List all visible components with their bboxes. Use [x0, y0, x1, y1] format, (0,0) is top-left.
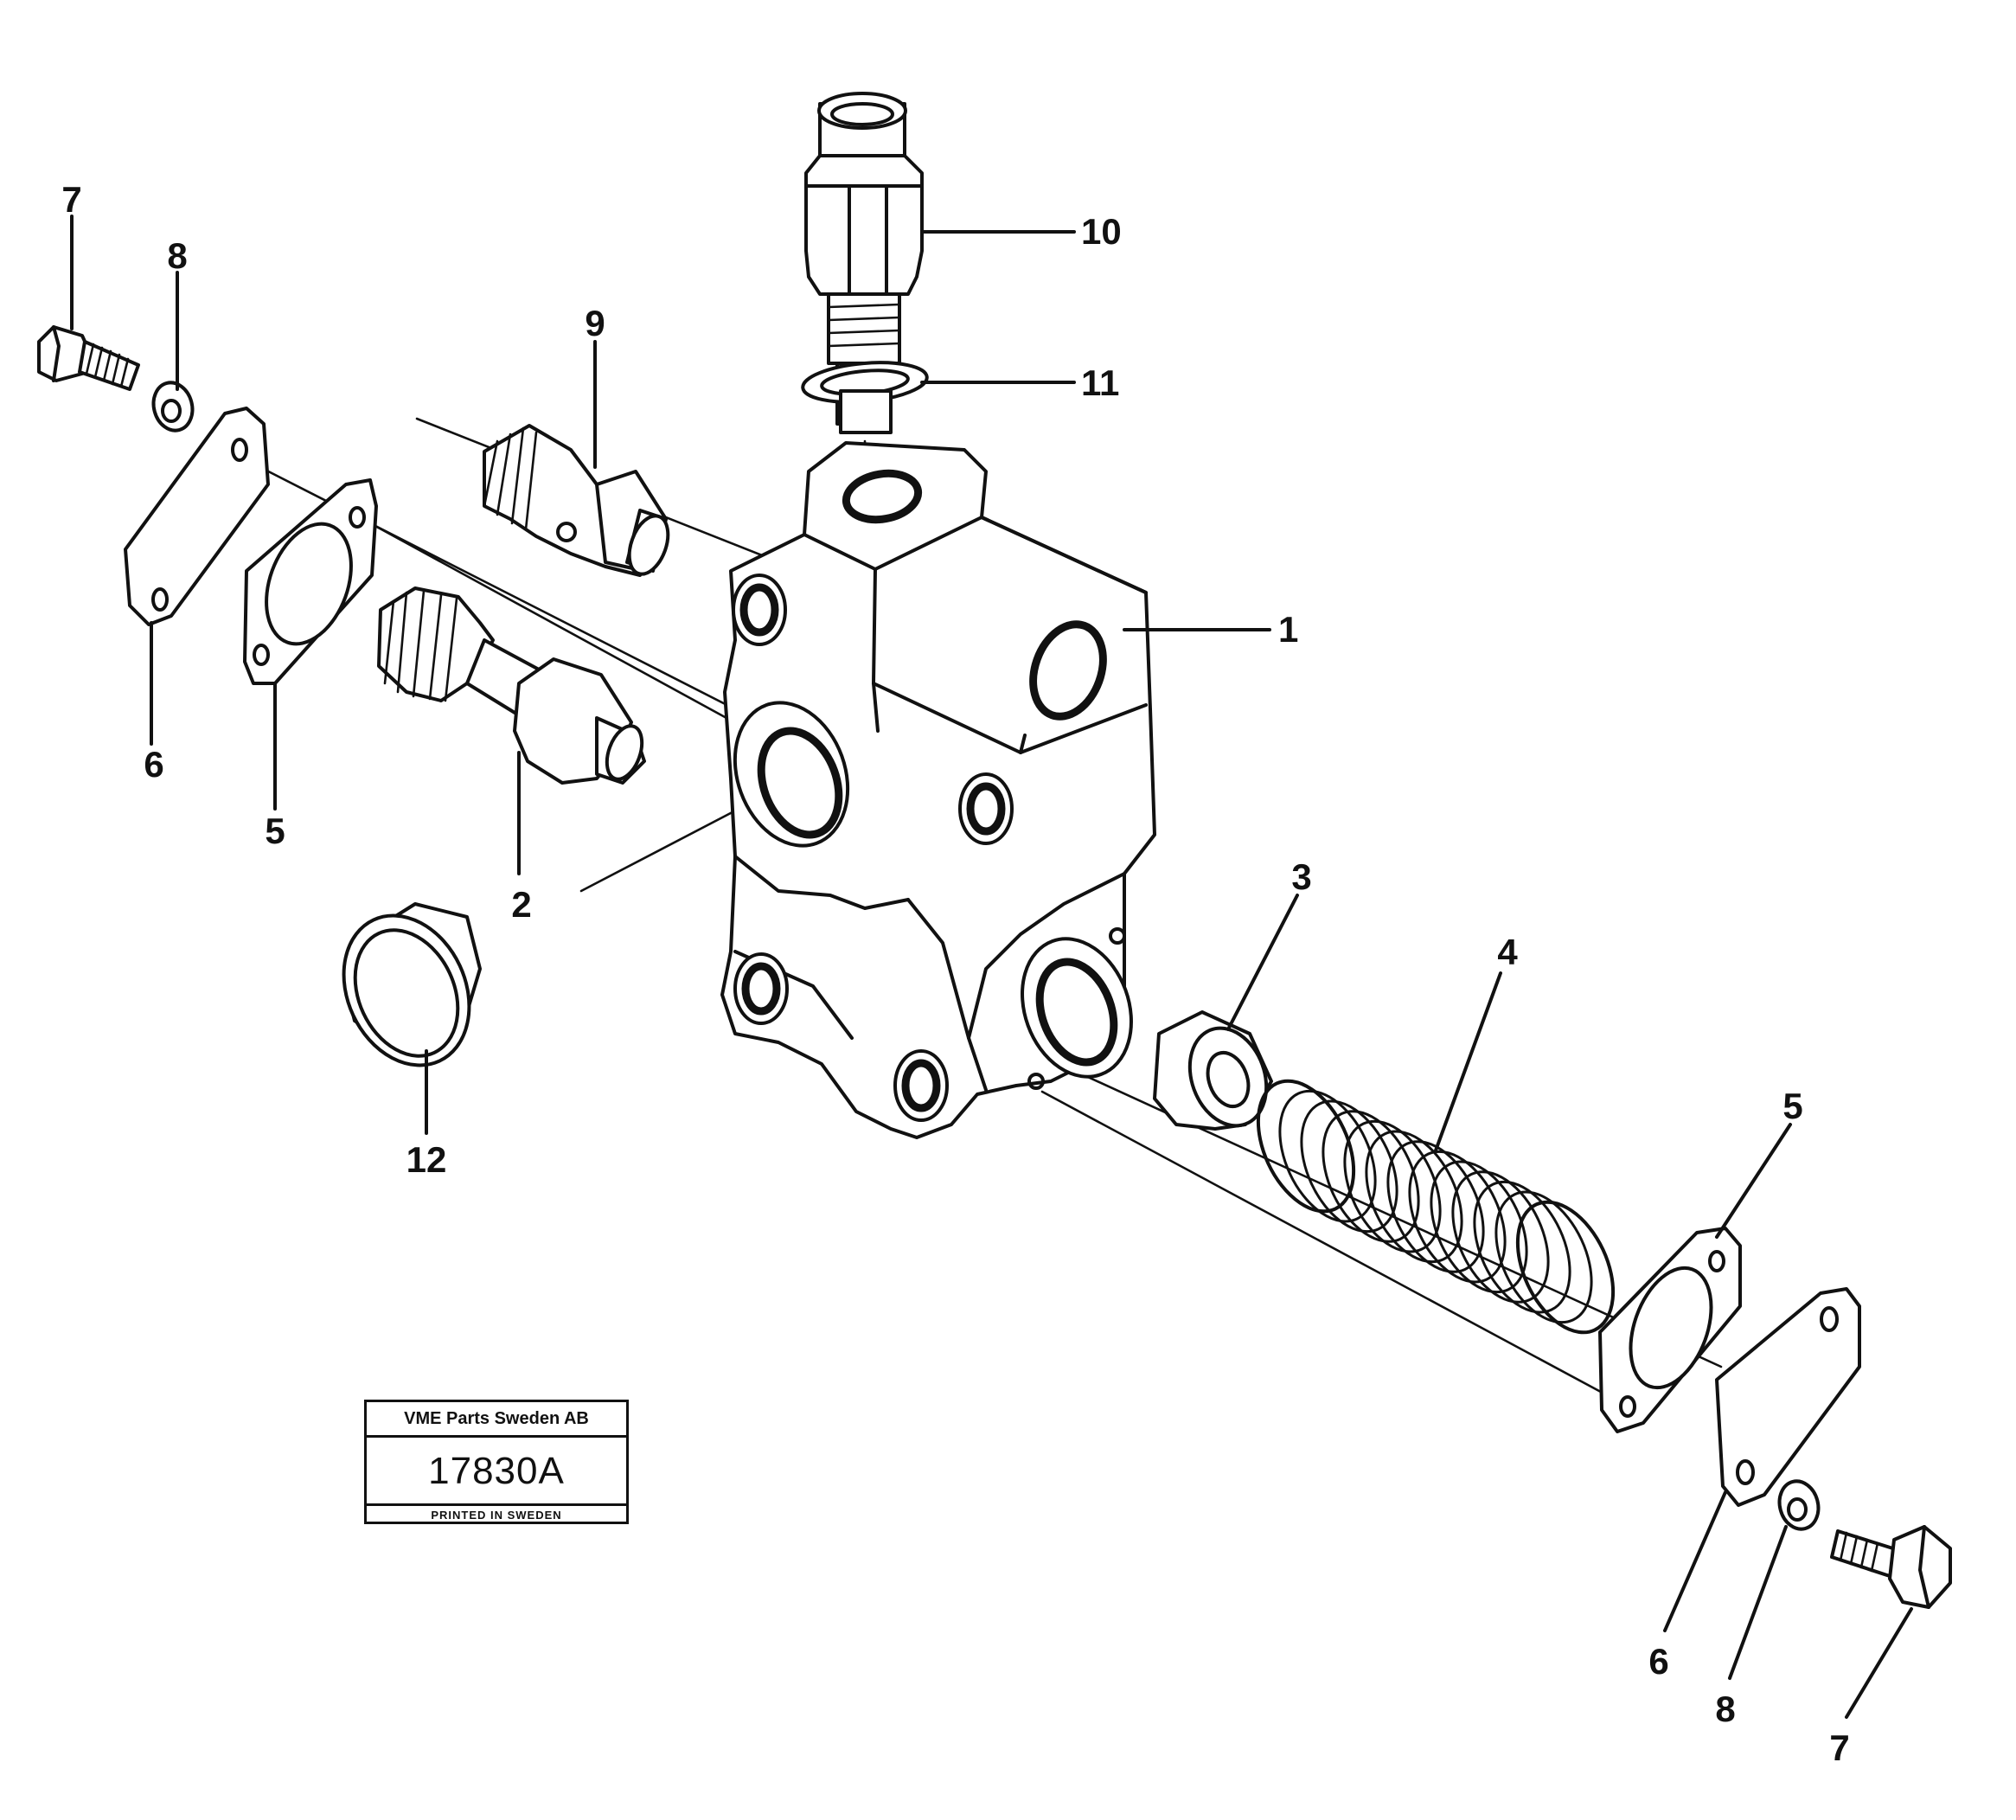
valve-housing: [720, 441, 1156, 1139]
callout-labels: 7 8 9 10 11 1 6 5 2 12 3 4 5 6 8 7: [61, 179, 1849, 1768]
callout-7-top: 7: [61, 179, 81, 220]
gasket-right: [1598, 1227, 1742, 1433]
callout-8-top: 8: [167, 235, 187, 276]
spring-coil: [1451, 1170, 1550, 1304]
spring-coil: [1322, 1110, 1420, 1243]
sealing-washer-11: [801, 361, 929, 434]
valve-cartridge: [483, 424, 670, 577]
plug-12: [342, 902, 482, 1067]
spring-coil: [1408, 1150, 1507, 1284]
callout-11: 11: [1081, 362, 1119, 403]
spring-4: [1256, 1079, 1616, 1335]
callout-2: 2: [511, 884, 531, 925]
bolt-right: [1830, 1525, 1952, 1609]
callout-3: 3: [1291, 856, 1311, 897]
pressure-switch: [804, 92, 924, 426]
callout-9: 9: [585, 303, 605, 343]
stamp-printed-note: PRINTED IN SWEDEN: [367, 1503, 626, 1527]
spring-coil: [1300, 1099, 1398, 1234]
spring-coil: [1278, 1089, 1377, 1223]
bolt-left: [37, 325, 140, 391]
callout-1: 1: [1278, 609, 1298, 650]
cover-plate-right: [1715, 1287, 1861, 1507]
callout-8-right: 8: [1715, 1689, 1735, 1729]
callout-5-left: 5: [265, 811, 285, 851]
callout-7-right: 7: [1829, 1727, 1849, 1768]
spring-coil: [1494, 1190, 1593, 1324]
spring-coil: [1256, 1079, 1356, 1214]
gasket-left: [243, 478, 378, 685]
spring-coil: [1343, 1119, 1442, 1253]
washer-left: [151, 381, 195, 433]
spring-coil: [1515, 1200, 1616, 1335]
stamp-company: VME Parts Sweden AB: [367, 1402, 626, 1438]
bushing-3: [1153, 1010, 1273, 1131]
leader-lines: [70, 215, 1913, 1719]
spring-coil: [1430, 1160, 1528, 1294]
callout-4: 4: [1497, 932, 1518, 972]
callout-6-left: 6: [144, 744, 163, 785]
spring-coil: [1365, 1130, 1463, 1264]
callout-12: 12: [406, 1139, 447, 1180]
callout-6-right: 6: [1648, 1641, 1668, 1682]
callout-5-right: 5: [1782, 1086, 1802, 1126]
spring-coil: [1386, 1140, 1485, 1273]
washer-right: [1777, 1479, 1821, 1531]
cover-plate-left: [124, 407, 270, 626]
valve-spool: [377, 586, 646, 785]
drawing-stamp: VME Parts Sweden AB 17830A PRINTED IN SW…: [364, 1400, 629, 1524]
callout-10: 10: [1081, 211, 1122, 252]
stamp-drawing-number: 17830A: [428, 1450, 565, 1492]
spring-coil: [1473, 1180, 1571, 1314]
